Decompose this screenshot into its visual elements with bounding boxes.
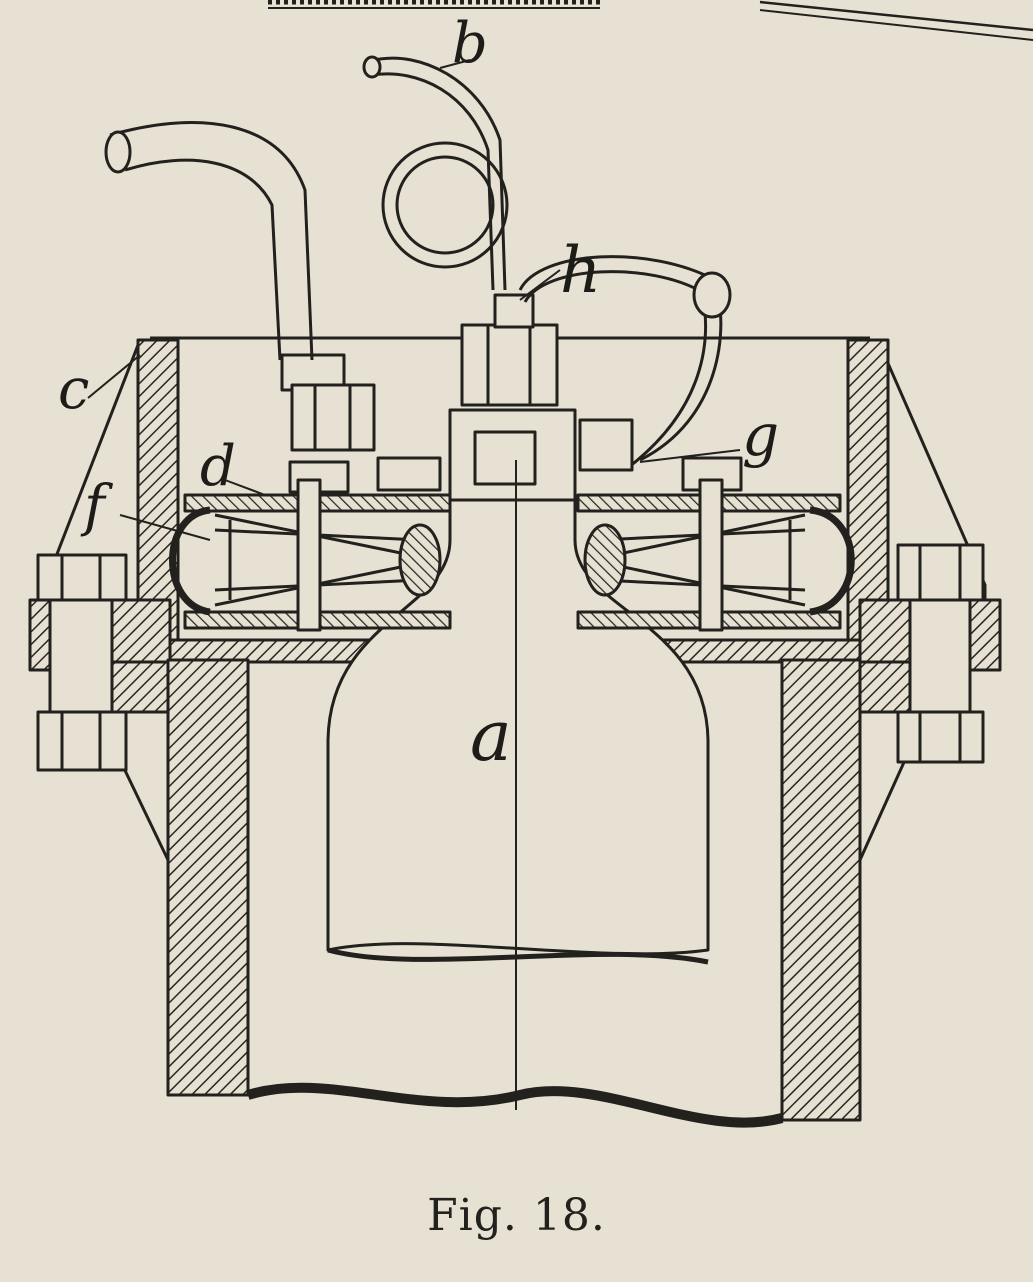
coil-tube-b (362, 55, 509, 291)
left-bolt (36, 553, 128, 772)
figure-caption: Fig. 18. (427, 1190, 606, 1241)
tube-h (518, 255, 732, 472)
left-pipe (104, 121, 376, 452)
label-c: c (58, 357, 89, 422)
left-wall-lower (166, 658, 250, 1097)
central-nut (460, 293, 559, 407)
right-bolt (896, 543, 985, 764)
left-ring (169, 478, 452, 632)
label-h: h (560, 234, 601, 308)
label-a: a (470, 695, 512, 777)
label-b: b (452, 11, 488, 76)
label-g: g (742, 401, 779, 469)
label-d: d (200, 434, 236, 499)
right-ring (576, 478, 855, 632)
ceiling-hatch (268, 0, 1033, 41)
nut-left-2 (376, 456, 442, 492)
right-wall-lower (780, 658, 862, 1122)
nut-right (578, 418, 634, 472)
broken-edge (246, 1082, 784, 1128)
